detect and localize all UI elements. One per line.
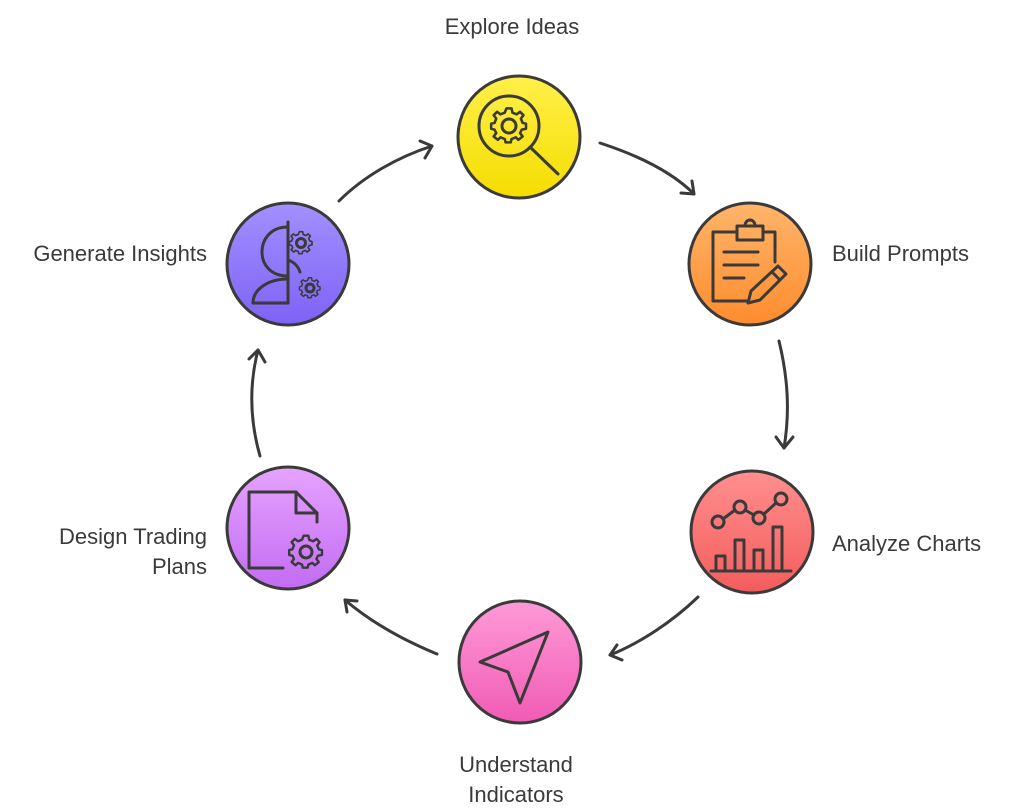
label-line: Understand	[459, 752, 573, 777]
label-line: Generate Insights	[33, 241, 207, 266]
arrow-explore-to-build	[598, 141, 696, 196]
arrow-design-to-generate	[247, 348, 267, 458]
label-line: Design Trading	[59, 524, 207, 549]
gear-magnifier-icon	[477, 94, 560, 176]
navigation-arrow-icon	[478, 630, 550, 705]
node-generate-insights	[225, 201, 351, 327]
label-line: Analyze Charts	[832, 531, 982, 556]
node-build-prompts	[687, 201, 813, 327]
node-analyze-charts	[689, 469, 815, 595]
label-analyze-charts: Analyze Charts	[832, 529, 981, 559]
label-build-prompts: Build Prompts	[832, 239, 969, 269]
node-explore-ideas	[456, 74, 582, 200]
label-design-trading-plans: Design Trading Plans	[59, 522, 207, 582]
arrow-build-to-analyze	[774, 339, 795, 450]
label-understand-indicators: Understand Indicators	[366, 750, 666, 810]
label-line: Build Prompts	[832, 241, 969, 266]
label-line: Plans	[151, 554, 207, 579]
line-bar-chart-icon	[709, 491, 793, 573]
document-gear-icon	[247, 490, 324, 570]
arrow-understand-to-design	[343, 598, 439, 656]
node-understand-indicators	[457, 599, 583, 725]
label-line: Indicators	[468, 782, 564, 807]
clipboard-pencil-icon	[711, 218, 788, 305]
arrow-generate-to-explore	[337, 139, 434, 203]
arrow-analyze-to-understand	[608, 595, 700, 662]
head-gears-icon	[251, 220, 321, 305]
label-line: Explore Ideas	[444, 14, 580, 39]
node-design-trading-plans	[225, 465, 351, 591]
label-generate-insights: Generate Insights	[33, 239, 207, 269]
label-explore-ideas: Explore Ideas	[362, 12, 662, 42]
